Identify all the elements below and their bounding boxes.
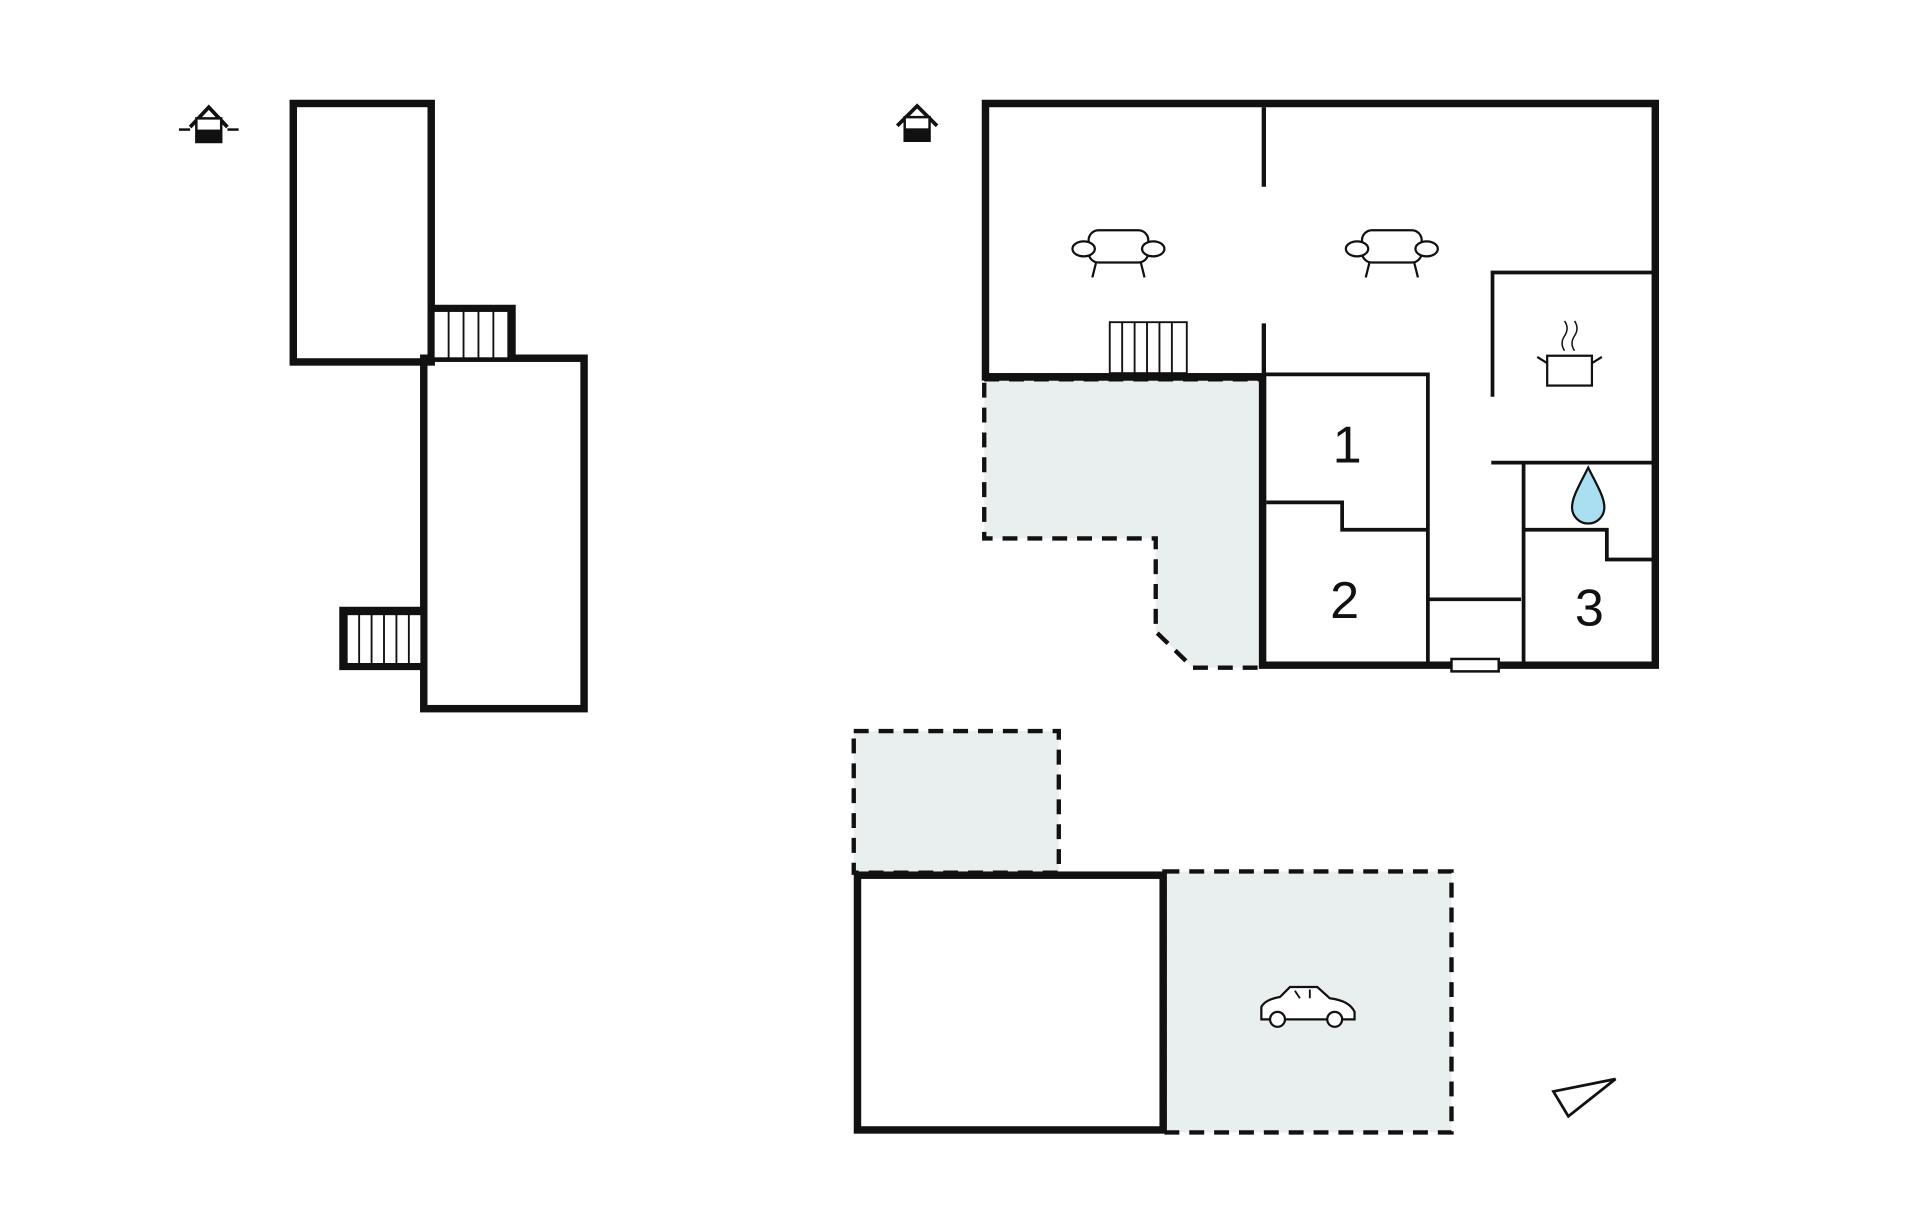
stairs-icon [1108, 321, 1188, 375]
kitchen-pot-icon [1536, 320, 1603, 387]
ground-floor-plan: 1 2 3 [895, 99, 1660, 673]
stairs-icon [345, 613, 423, 665]
terrace [982, 377, 1265, 670]
entrance-door [1450, 657, 1500, 673]
room-label-2: 2 [1330, 572, 1359, 630]
water-drop-icon [1570, 465, 1606, 525]
annex-room [853, 871, 1167, 1134]
upper-room-a [289, 99, 435, 366]
upper-floor-plan [178, 99, 588, 713]
car-icon [1260, 985, 1356, 1028]
house-level-icon [178, 104, 239, 144]
sofa-icon [1344, 229, 1439, 278]
house-level-icon [895, 103, 939, 142]
annex-plan [851, 728, 1617, 1135]
sofa-icon [1071, 229, 1166, 278]
upper-room-b [420, 354, 588, 713]
north-arrow-icon [1551, 1077, 1617, 1119]
room-label-1: 1 [1333, 417, 1362, 475]
stairs-icon [432, 310, 510, 360]
annex-terrace [851, 728, 1061, 875]
room-label-3: 3 [1575, 579, 1604, 637]
